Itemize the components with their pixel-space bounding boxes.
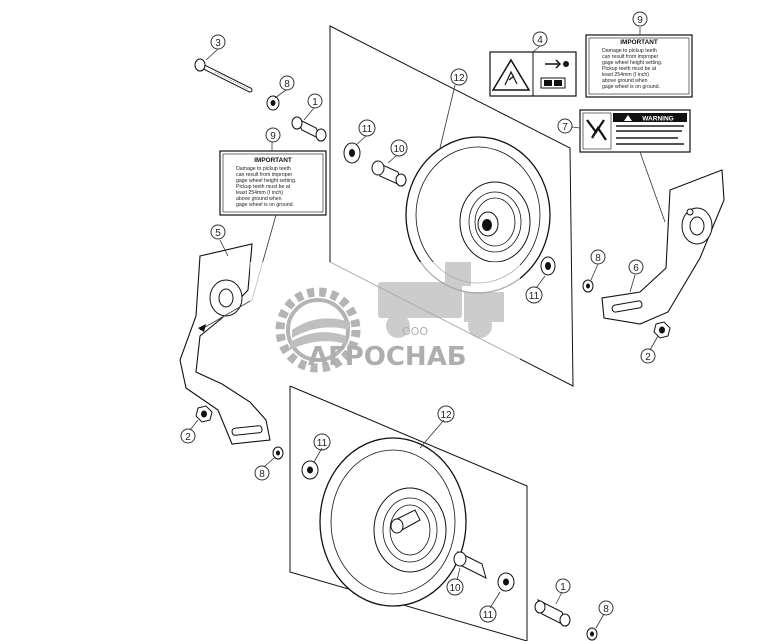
sleeve: [371, 160, 407, 187]
decal-safety-pictorial: [489, 51, 577, 97]
washer: [266, 95, 280, 111]
sleeve: [453, 551, 487, 579]
svg-text:8: 8: [259, 469, 265, 480]
watermark-prefix: ООО: [402, 325, 428, 338]
decal-heading: IMPORTANT: [620, 39, 658, 46]
decal-heading: IMPORTANT: [254, 157, 292, 164]
nut: [653, 321, 671, 339]
callout-11: 11: [479, 605, 497, 623]
svg-text:2: 2: [645, 352, 651, 363]
nut: [195, 405, 213, 423]
callout-7: 7: [557, 118, 573, 134]
decal-important-right: IMPORTANT Damage to pickup teeth can res…: [585, 34, 693, 98]
decal-line: Damage to pickup teeth: [236, 166, 291, 172]
watermark-company-name: АГРОСНАБ: [308, 342, 467, 372]
svg-text:8: 8: [284, 79, 290, 90]
svg-text:11: 11: [317, 438, 328, 449]
svg-text:12: 12: [440, 410, 452, 421]
svg-text:9: 9: [270, 131, 276, 142]
decal-line: Pickup teeth must be at: [602, 66, 657, 72]
callout-6: 6: [628, 259, 644, 275]
spacer-washer: [540, 256, 556, 276]
right-mounting-bracket: [601, 169, 725, 339]
spacer-washer: [301, 460, 319, 480]
decal-line: can result from improper: [602, 54, 658, 60]
spacer-washer: [497, 572, 515, 592]
callout-1: 1: [555, 578, 571, 594]
svg-text:11: 11: [483, 610, 494, 621]
callout-11: 11: [358, 119, 376, 137]
callout-9: 9: [632, 11, 648, 27]
key-icon: [540, 77, 566, 89]
callout-9: 9: [265, 127, 281, 143]
svg-text:5: 5: [215, 228, 221, 239]
callout-3: 3: [210, 34, 226, 50]
svg-text:12: 12: [453, 73, 465, 84]
washer: [272, 446, 284, 460]
harvester-silhouette-icon: [378, 262, 504, 338]
callout-11: 11: [313, 433, 331, 451]
svg-text:1: 1: [312, 97, 318, 108]
callout-2: 2: [180, 428, 196, 444]
lower-rim: [373, 487, 447, 573]
svg-text:3: 3: [215, 38, 221, 49]
callout-8: 8: [279, 75, 295, 91]
washer: [586, 627, 598, 641]
decal-line: least 254mm (I inch): [236, 190, 283, 196]
callout-8: 8: [590, 249, 606, 265]
decal-warning: WARNING: [579, 109, 691, 153]
warning-triangle-icon: [624, 115, 632, 121]
svg-text:8: 8: [603, 604, 609, 615]
callout-12: 12: [450, 68, 468, 86]
part-callouts: 3 8 1 9 12 11 10 4 9 7 11 8 6 2 5 2 8 11…: [180, 11, 656, 623]
callout-8: 8: [254, 465, 270, 481]
decal-line: gage wheel is on ground.: [236, 202, 294, 208]
spacer-washer: [343, 142, 361, 164]
decal-line: gage wheel height setting.: [236, 178, 296, 184]
decal-line: gage wheel height setting.: [602, 60, 662, 66]
svg-text:9: 9: [637, 15, 643, 26]
callout-11: 11: [525, 286, 543, 304]
callout-4: 4: [532, 31, 548, 47]
bushing: [291, 116, 327, 142]
callout-10: 10: [390, 139, 408, 157]
warning-heading: WARNING: [642, 116, 673, 123]
svg-text:10: 10: [449, 583, 461, 594]
svg-text:6: 6: [633, 263, 639, 274]
svg-text:8: 8: [595, 253, 601, 264]
callout-10: 10: [446, 578, 464, 596]
washer: [582, 279, 594, 293]
decal-line: Pickup teeth must be at: [236, 184, 291, 190]
svg-text:11: 11: [362, 124, 373, 135]
svg-text:2: 2: [185, 432, 191, 443]
svg-text:11: 11: [529, 291, 540, 302]
warning-triangle-icon: [491, 58, 531, 91]
decal-important-left: IMPORTANT Damage to pickup teeth can res…: [219, 150, 327, 216]
hand-entanglement-icon: [586, 119, 607, 141]
decal-line: above ground when: [602, 78, 648, 84]
svg-text:7: 7: [562, 122, 568, 133]
callout-2: 2: [640, 348, 656, 364]
lower-wheel-assembly: [289, 385, 528, 641]
decal-line: Damage to pickup teeth: [602, 48, 657, 54]
callout-1: 1: [307, 93, 323, 109]
bushing: [534, 599, 571, 627]
decal-line: gage wheel is on ground.: [602, 84, 660, 90]
left-mounting-bracket: [179, 243, 271, 445]
callout-12: 12: [437, 405, 455, 423]
svg-text:10: 10: [393, 144, 405, 155]
callout-5: 5: [210, 224, 226, 240]
bolt: [194, 58, 253, 93]
decal-line: above ground when: [236, 196, 282, 202]
arrow-right-icon: [545, 59, 562, 69]
watermark: ООО АГРОСНАБ: [250, 262, 520, 386]
decal-line: can result from improper: [236, 172, 292, 178]
callout-8: 8: [598, 600, 614, 616]
gear-logo-icon: [275, 287, 361, 373]
svg-text:4: 4: [537, 35, 543, 46]
decal-line: least 254mm (I inch): [602, 72, 649, 78]
svg-text:1: 1: [560, 582, 566, 593]
